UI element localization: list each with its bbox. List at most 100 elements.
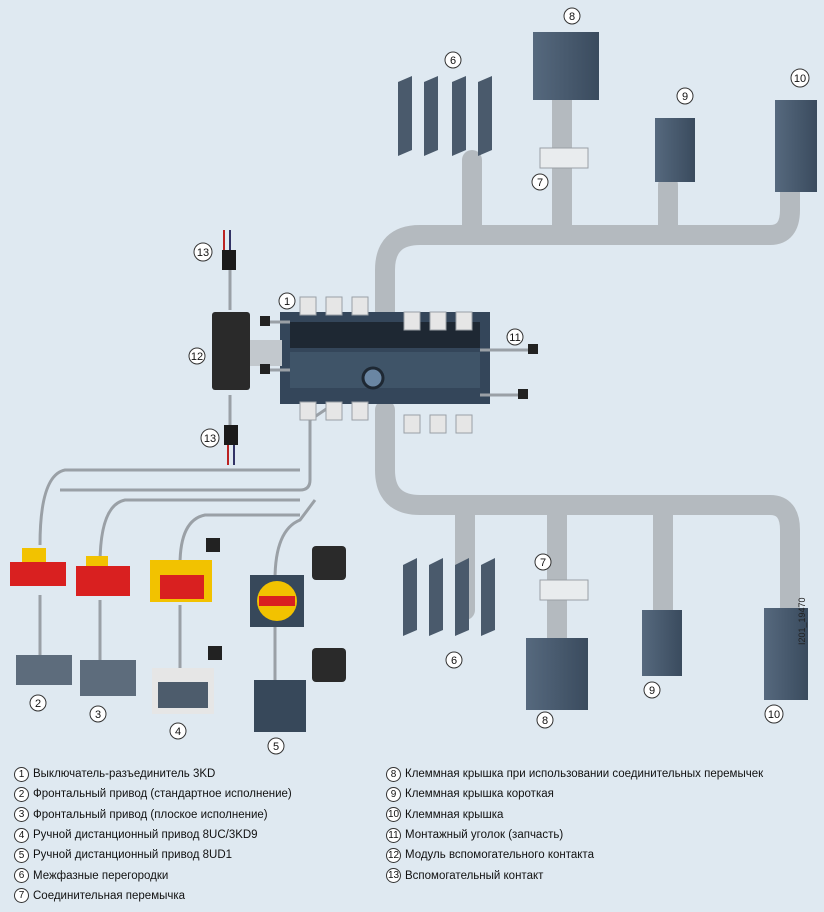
callout-6a-label: 6 [450,55,456,67]
callout-10a-label: 10 [794,73,806,85]
callout-13b-label: 13 [204,433,216,445]
phase-barriers-top [398,76,492,156]
callout-5 [267,737,285,755]
callout-13a-label: 13 [197,247,209,259]
legend-text: Клеммная крышка [405,808,504,821]
legend-item: 13 Вспомогательный контакт [386,865,763,885]
mounting-brackets [260,316,538,399]
terminal-cover-9-top [655,118,695,182]
legend-item: 2 Фронтальный привод (стандартное исполне… [14,784,292,804]
legend-num: 4 [14,827,29,843]
accessories-diagram: 1 2 3 4 5 6 6 7 7 8 8 9 9 10 10 11 12 13… [10,7,817,755]
legend-text: Ручной дистанционный привод 8UC/3KD9 [33,829,258,842]
legend-text: Фронтальный привод (стандартное исполнен… [33,788,292,801]
callout-8b-label: 8 [542,715,548,727]
legend-num: 7 [14,888,29,904]
legend-text: Модуль вспомогательного контакта [405,849,594,862]
legend-text: Монтажный уголок (запчасть) [405,829,564,842]
callout-13b [200,428,220,448]
legend-item: 5 Ручной дистанционный привод 8UD1 [14,845,292,865]
callout-12-label: 12 [191,351,203,363]
callout-10b [764,704,784,724]
callout-labels: 1 2 3 4 5 6 6 7 7 8 8 9 9 10 10 11 12 13… [35,11,806,753]
legend-item: 8 Клеммная крышка при использовании соеди… [386,764,763,784]
legend-text: Выключатель-разъединитель 3KD [33,768,216,781]
legend-text: Ручной дистанционный привод 8UD1 [33,849,233,862]
callout-7b-label: 7 [540,557,546,569]
legend-text: Клеммная крышка при использовании соедин… [405,768,764,781]
legend-item: 9 Клеммная крышка короткая [386,784,763,804]
callout-9a [676,87,694,105]
terminal-cover-10-bottom [764,608,808,700]
callout-11-label: 11 [509,332,520,344]
callout-6a [444,51,462,69]
connecting-link-bottom [539,579,589,601]
callout-8a-label: 8 [569,11,575,23]
callout-5-label: 5 [273,741,279,753]
legend-text: Межфазные перегородки [33,869,169,882]
callout-3 [89,705,107,723]
callout-8a [563,7,581,25]
terminal-cover-8-top [533,32,599,100]
legend-item: 4 Ручной дистанционный привод 8UC/3KD9 [14,825,292,845]
callout-2 [29,694,47,712]
pipe-network [375,90,800,650]
legend-num: 10 [386,807,401,823]
legend-num: 5 [14,847,29,863]
phase-barriers-bottom [403,558,495,636]
callout-7a-label: 7 [537,177,543,189]
legend-text: Соединительная перемычка [33,889,186,902]
callout-4-label: 4 [175,726,181,738]
callout-12 [188,347,206,365]
callout-13a [193,242,213,262]
legend-item: 10 Клеммная крышка [386,805,763,825]
aux-contact-top [222,230,236,270]
wire-network [38,260,373,680]
callout-8b [536,711,554,729]
switch-disconnector [280,296,490,434]
callout-7b [534,553,552,571]
callout-11 [506,328,524,346]
callout-3-label: 3 [95,709,101,721]
legend-num: 6 [14,868,29,884]
callout-4 [169,722,187,740]
legend-num: 9 [386,786,401,802]
legend-item: 1 Выключатель-разъединитель 3KD [14,764,292,784]
callout-9b-label: 9 [649,685,655,697]
callout-7a [531,173,549,191]
callout-1-label: 1 [284,296,290,308]
legend-text: Вспомогательный контакт [405,869,544,882]
aux-contact-module [212,312,250,390]
callout-2-label: 2 [35,698,41,710]
legend-item: 6 Межфазные перегородки [14,865,292,885]
handle-flat [76,556,136,696]
terminal-cover-9-bottom [642,610,682,676]
terminal-cover-10-top [775,100,817,192]
legend-num: 3 [14,807,29,823]
aux-contact-bottom [224,425,238,465]
connecting-link-top [539,147,589,169]
legend-num: 13 [386,868,401,884]
callout-9a-label: 9 [682,91,688,103]
handle-standard [10,548,72,685]
callout-10b-label: 10 [768,709,780,721]
callout-6b [445,651,463,669]
legend-item: 7 Соединительная перемычка [14,886,292,906]
legend-num: 8 [386,766,401,782]
terminal-cover-8-bottom [526,638,588,710]
figure-code: I201_19470 [797,597,807,645]
legend-item: 3 Фронтальный привод (плоское исполнение) [14,805,292,825]
legend-num: 2 [14,786,29,802]
callout-6b-label: 6 [451,655,457,667]
callout-10a [790,68,810,88]
legend-num: 1 [14,766,29,782]
callout-9b [643,681,661,699]
handle-8uc [150,538,222,714]
legend-text: Фронтальный привод (плоское исполнение) [33,808,268,821]
legend-text: Клеммная крышка короткая [405,788,554,801]
callout-1 [278,292,296,310]
legend-right: 8 Клеммная крышка при использовании соеди… [386,764,763,886]
